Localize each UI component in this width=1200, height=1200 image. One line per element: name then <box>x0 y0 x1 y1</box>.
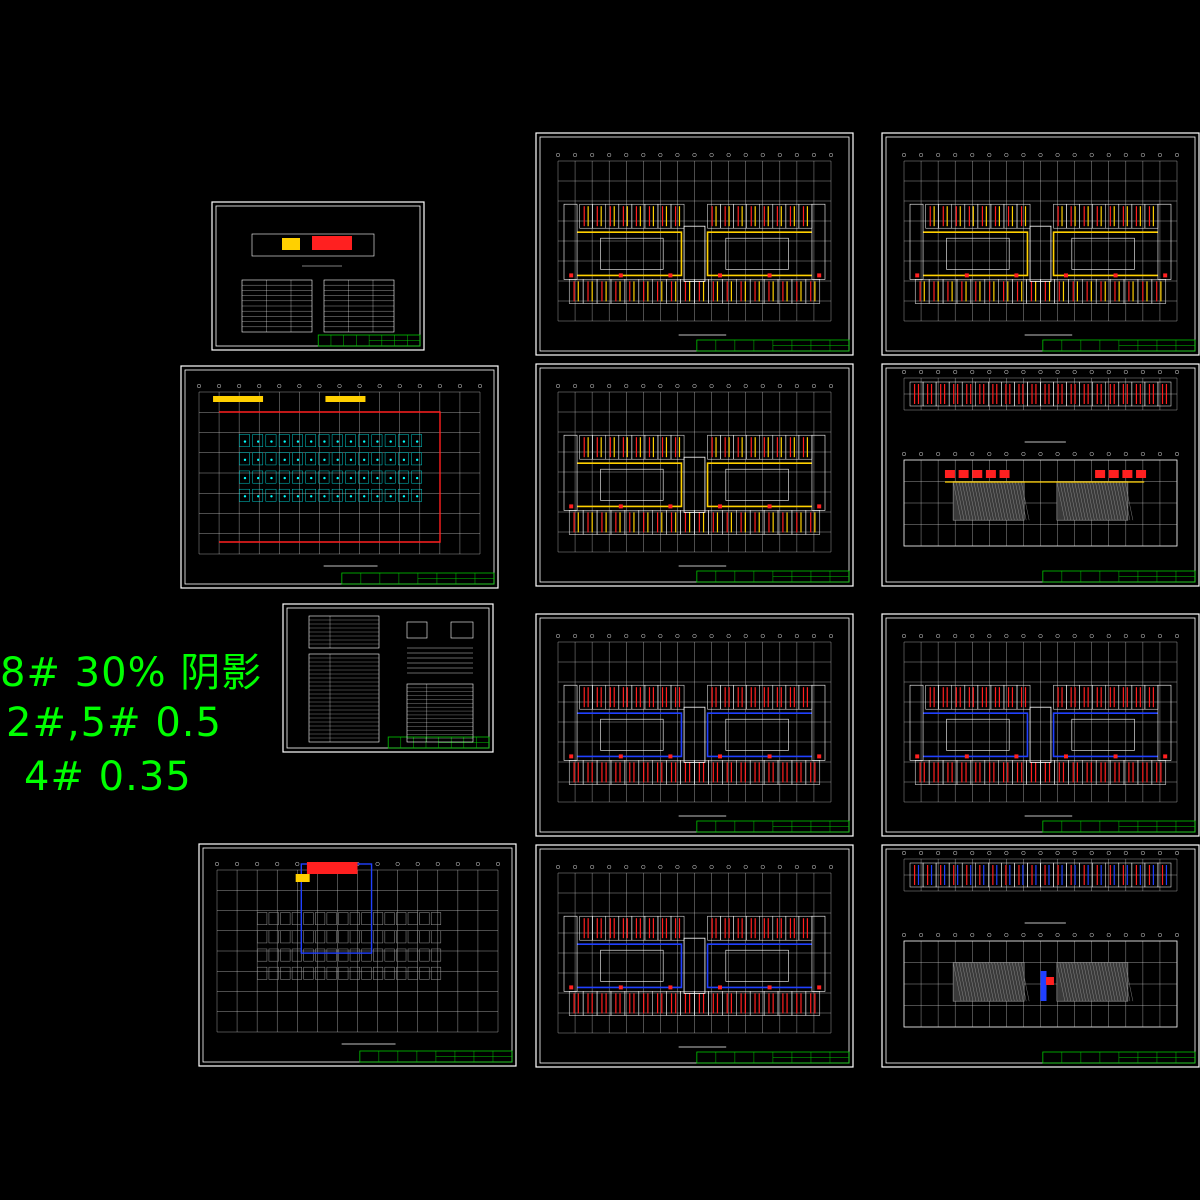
drawing-sheet-basement-plan-a[interactable] <box>180 365 499 589</box>
drawing-sheet-floor-plan-1[interactable] <box>535 132 854 356</box>
title-block <box>359 1050 513 1063</box>
title-block <box>1042 820 1196 833</box>
title-block <box>696 820 850 833</box>
drawing-sheet-basement-plan-b[interactable] <box>198 843 517 1067</box>
roof-hatch <box>952 481 1134 521</box>
title-block <box>1042 570 1196 583</box>
drawing-sheet-legend-sheet[interactable] <box>282 603 494 753</box>
title-block <box>1042 1051 1196 1064</box>
title-block <box>1042 339 1196 352</box>
drawing-sheet-floor-plan-5[interactable] <box>881 132 1200 356</box>
parking-blocks <box>239 434 422 502</box>
drawing-sheet-roof-plan-1[interactable] <box>881 363 1200 587</box>
drawing-sheet-floor-plan-3[interactable] <box>535 613 854 837</box>
title-block <box>696 1051 850 1064</box>
title-block <box>317 334 421 347</box>
drawing-sheet-floor-plan-4[interactable] <box>535 844 854 1068</box>
roof-hatch <box>952 962 1134 1002</box>
title-block <box>341 572 495 585</box>
title-block <box>696 339 850 352</box>
drawing-sheet-floor-plan-6[interactable] <box>881 613 1200 837</box>
drawing-sheet-design-notes-small[interactable] <box>211 201 425 351</box>
annotation-line-2: 2#,5# 0.5 <box>6 700 222 746</box>
drawing-sheet-roof-plan-2[interactable] <box>881 844 1200 1068</box>
drawing-sheet-floor-plan-2[interactable] <box>535 363 854 587</box>
annotation-line-1: 8# 30% 阴影 <box>0 650 263 696</box>
title-block <box>387 736 490 749</box>
title-block <box>696 570 850 583</box>
annotation-line-3: 4# 0.35 <box>24 754 192 800</box>
parking-blocks <box>257 912 442 980</box>
